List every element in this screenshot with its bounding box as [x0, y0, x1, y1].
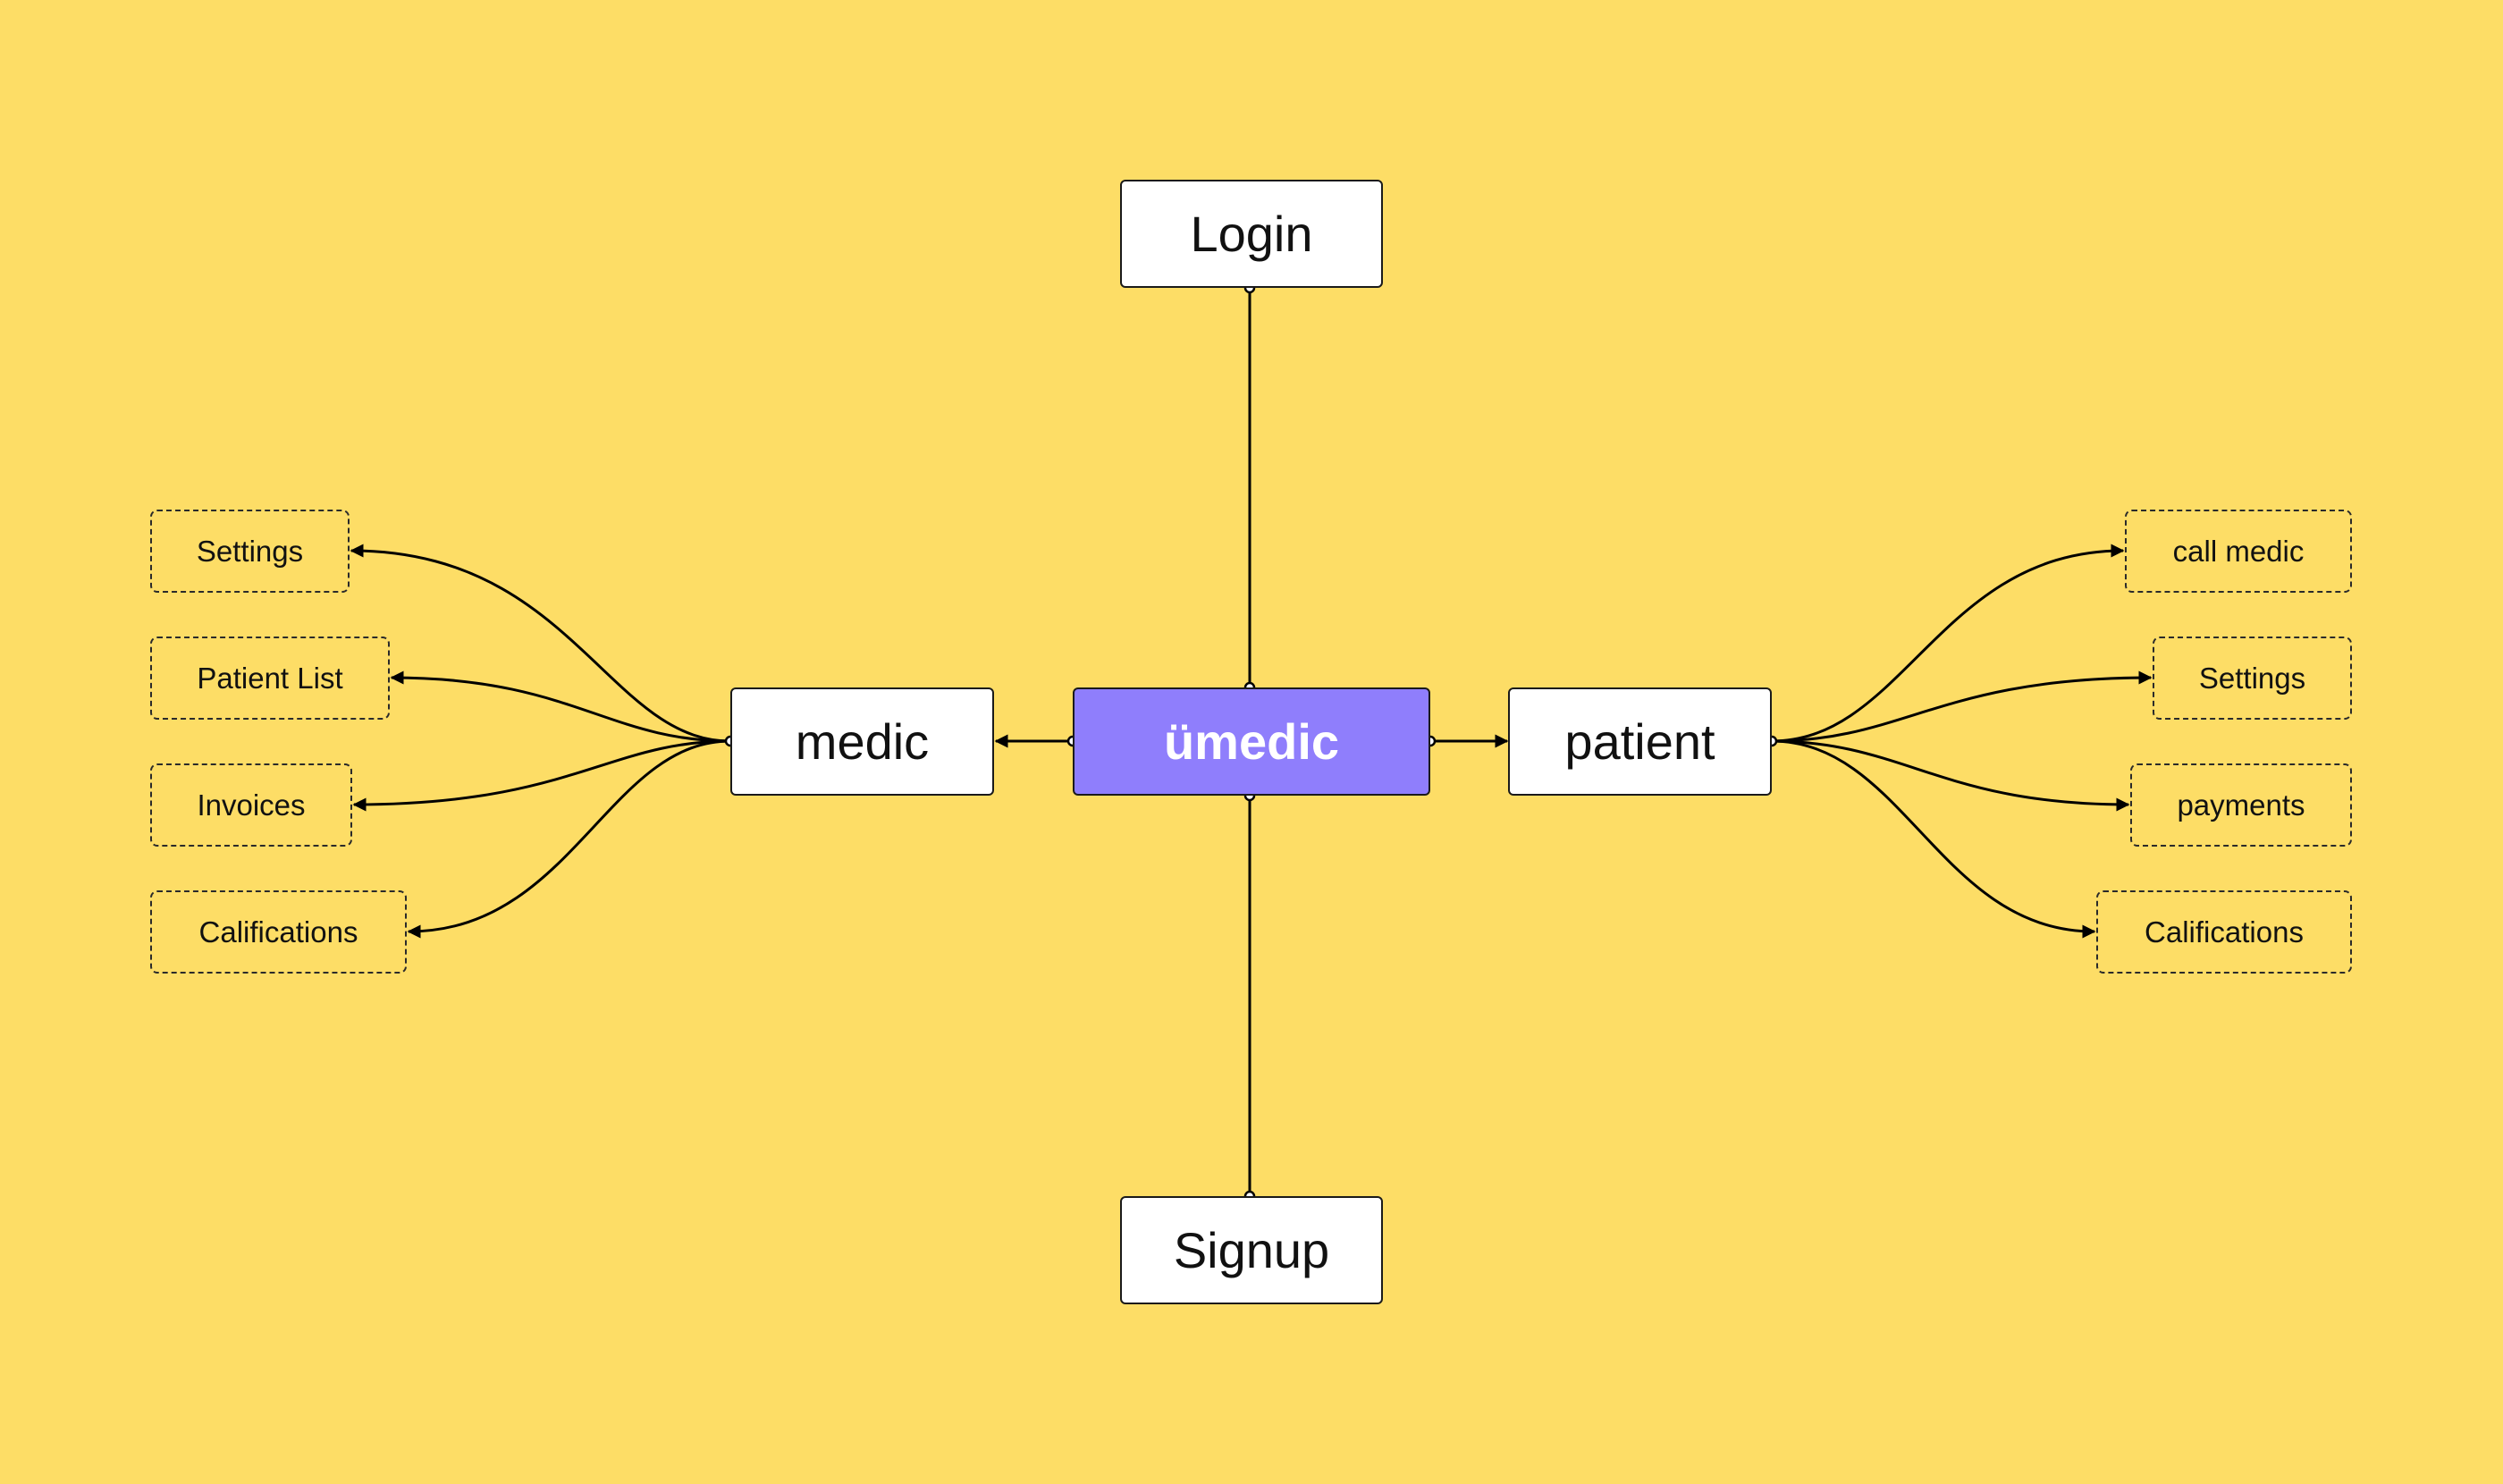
edge-medic-patient-list — [390, 670, 731, 743]
edge-medic-califications — [407, 739, 731, 939]
edge-patient-payments — [1771, 739, 2130, 812]
patient-payments-item[interactable]: payments — [2130, 763, 2352, 847]
patient-settings-item[interactable]: Settings — [2153, 637, 2352, 720]
patient-node[interactable]: patient — [1508, 687, 1772, 796]
medic-invoices-item[interactable]: Invoices — [150, 763, 352, 847]
medic-patient-list-item[interactable]: Patient List — [150, 637, 390, 720]
signup-node[interactable]: Signup — [1120, 1196, 1383, 1304]
edge-patient-call-medic — [1771, 544, 2125, 743]
edge-patient-settings — [1771, 670, 2153, 743]
patient-califications-item[interactable]: Califications — [2096, 890, 2352, 974]
patient-call-medic-item[interactable]: call medic — [2125, 510, 2352, 593]
edge-medic-invoices — [352, 739, 731, 812]
login-node[interactable]: Login — [1120, 180, 1383, 288]
edge-patient-califications — [1771, 739, 2096, 939]
edge-medic-settings — [350, 544, 731, 743]
medic-settings-item[interactable]: Settings — [150, 510, 350, 593]
medic-califications-item[interactable]: Califications — [150, 890, 407, 974]
medic-node[interactable]: medic — [730, 687, 994, 796]
umedic-center-node[interactable]: ümedic — [1073, 687, 1430, 796]
